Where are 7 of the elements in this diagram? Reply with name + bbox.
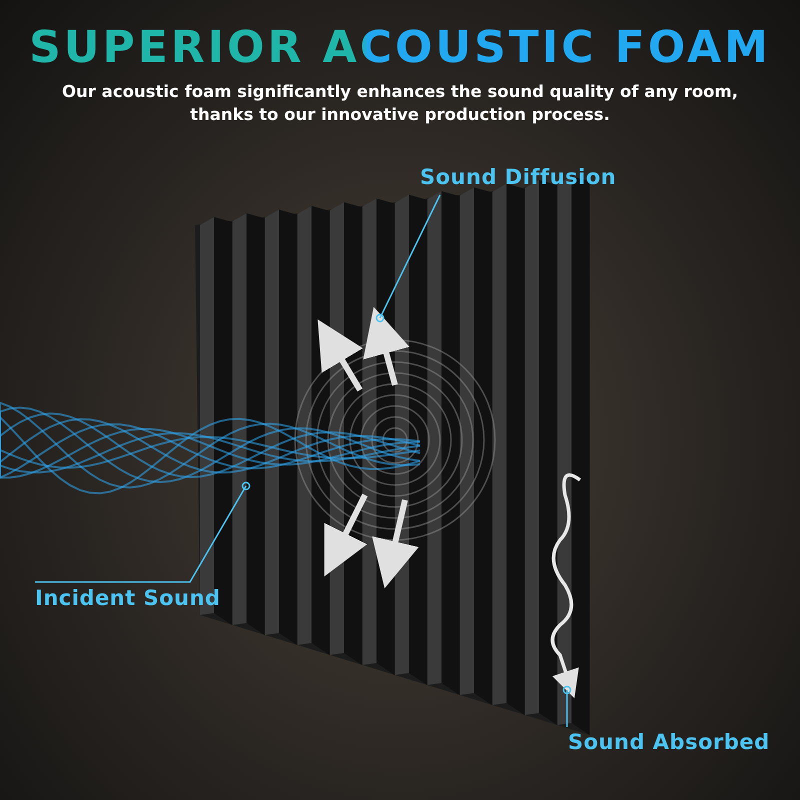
subtitle: Our acoustic foam significantly enhances the sound quality of any room, thanks to our innovative production process. xyxy=(61,81,739,126)
leader-line xyxy=(562,686,572,727)
callout-label: Sound Diffusion xyxy=(420,165,616,189)
callout-label: Incident Sound xyxy=(35,586,220,610)
leader-line xyxy=(35,482,250,583)
callout-label: Sound Absorbed xyxy=(568,730,770,754)
leader-line xyxy=(376,194,441,322)
